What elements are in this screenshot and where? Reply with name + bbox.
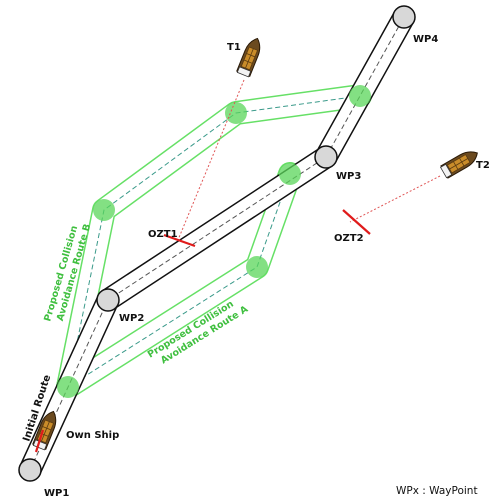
target-ship-t2 (439, 146, 482, 180)
avoidance-waypoint (349, 85, 371, 107)
waypoint-wp2 (96, 288, 120, 312)
avoidance-waypoint (246, 256, 268, 278)
t2-label: T2 (476, 160, 490, 171)
wp3-label: WP3 (336, 171, 361, 182)
own-ship-marker (34, 429, 45, 453)
ozt-markers (163, 209, 371, 248)
avoidance-waypoint (57, 376, 79, 398)
avoidance-waypoint (93, 199, 115, 221)
avoidance-waypoint (279, 163, 301, 185)
target-links (177, 79, 441, 241)
legend-text: WPx : WayPoint (396, 485, 478, 497)
wp1-label: WP1 (44, 488, 69, 499)
wp2-label: WP2 (119, 313, 144, 324)
t1-link (177, 79, 245, 241)
own-ship-label: Own Ship (66, 430, 119, 441)
t1-label: T1 (227, 42, 241, 53)
avoidance-waypoints (57, 85, 371, 398)
t2-link (349, 175, 441, 223)
ozt1-marker (163, 233, 196, 248)
wp4-label: WP4 (413, 34, 438, 45)
ozt1-label: OZT1 (148, 229, 178, 240)
waypoint-wp1 (18, 458, 42, 482)
ship-icon (439, 146, 482, 180)
initial-waypoints (18, 5, 416, 482)
waypoint-wp3 (314, 145, 338, 169)
avoidance-route-b (56, 84, 372, 399)
ozt2-marker (342, 209, 371, 235)
waypoint-wp4 (392, 5, 416, 29)
ozt2-label: OZT2 (334, 233, 364, 244)
avoidance-waypoint (225, 102, 247, 124)
